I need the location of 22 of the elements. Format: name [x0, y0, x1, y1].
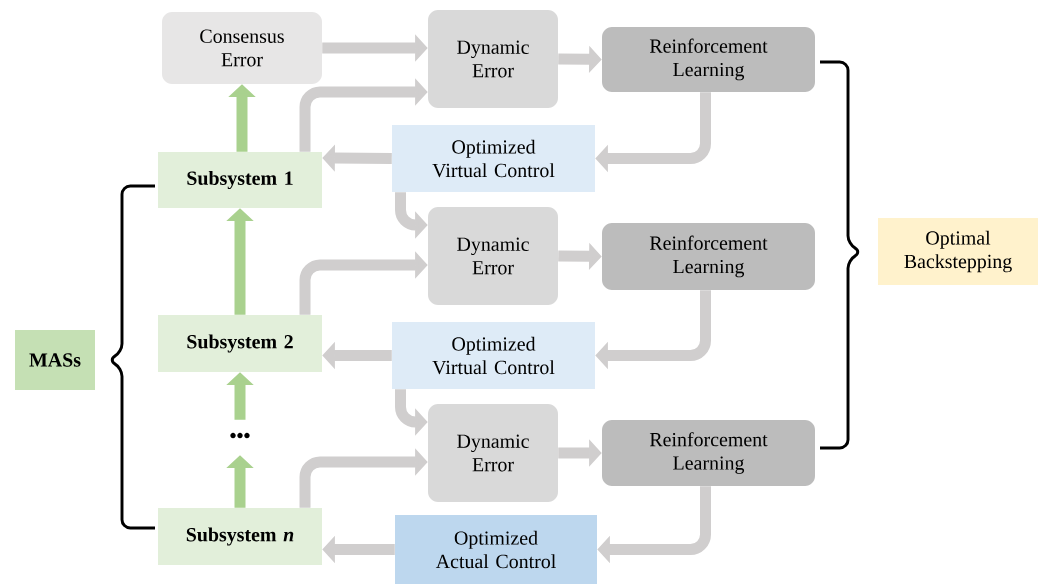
group-box: MASs — [15, 330, 95, 390]
subsystem-box: Subsystem n — [158, 508, 322, 565]
arrow — [299, 448, 428, 508]
process-box: Optimized Virtual Control — [392, 322, 595, 389]
process-box: Reinforcement Learning — [602, 223, 815, 290]
process-box: Reinforcement Learning — [602, 420, 815, 486]
ellipsis: ••• — [230, 432, 250, 439]
process-box: Dynamic Error — [428, 10, 558, 108]
process-box: Dynamic Error — [428, 404, 558, 502]
process-box: Optimal Backstepping — [878, 218, 1038, 285]
arrow — [299, 78, 428, 152]
subsystem-box: Subsystem 2 — [158, 315, 322, 372]
process-box: Optimized Virtual Control — [392, 125, 595, 192]
arrow — [299, 251, 428, 315]
process-box: Dynamic Error — [428, 207, 558, 305]
arrow — [595, 290, 711, 370]
arrow — [595, 92, 711, 173]
process-box: Optimized Actual Control — [395, 515, 597, 584]
process-box: Consensus Error — [162, 12, 322, 84]
arrow — [597, 486, 711, 564]
process-box: Reinforcement Learning — [602, 27, 815, 92]
subsystem-box: Subsystem 1 — [158, 152, 322, 208]
